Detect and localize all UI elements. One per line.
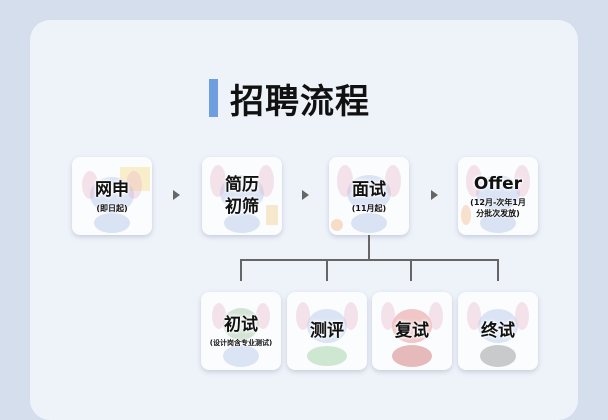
step-title: 测评 xyxy=(310,321,344,341)
step-title: 面试 xyxy=(352,179,386,200)
step-title: 网申 xyxy=(95,179,129,200)
step-title: 终试 xyxy=(481,321,515,341)
connector-line xyxy=(497,259,499,281)
title-accent-bar xyxy=(209,79,218,117)
step-card-offer: Offer (12月-次年1月 分批次发放) xyxy=(458,157,538,235)
arrow-right-icon xyxy=(431,190,438,200)
cartoon-koala-icon xyxy=(331,165,401,233)
step-title: 简历 初筛 xyxy=(225,175,259,217)
step-card-apply: 网申 (即日起) xyxy=(72,157,152,235)
step-title: 初试 xyxy=(224,314,258,335)
step-date: (即日起) xyxy=(96,203,128,213)
interview-card-final: 终试 xyxy=(458,292,538,370)
cartoon-koala-icon xyxy=(381,302,443,367)
cartoon-koala-icon xyxy=(212,303,270,367)
step-title: 复试 xyxy=(395,321,429,341)
connector-line xyxy=(368,235,370,260)
step-card-interview: 面试 (11月起) xyxy=(329,157,409,235)
cartoon-koala-icon xyxy=(296,302,358,366)
connector-line xyxy=(410,259,412,281)
step-date: (11月起) xyxy=(351,203,387,213)
interview-card-second: 复试 xyxy=(372,292,452,370)
cartoon-koala-icon xyxy=(82,167,150,233)
step-card-screening: 简历 初筛 xyxy=(202,157,282,235)
step-title: Offer xyxy=(473,174,523,194)
interview-card-first: 初试 (设计岗含专业测试) xyxy=(201,292,281,370)
page-title: 招聘流程 xyxy=(230,81,370,122)
interview-card-assessment: 测评 xyxy=(287,292,367,370)
step-note: (设计岗含专业测试) xyxy=(209,338,273,347)
cartoon-koala-icon xyxy=(210,165,278,233)
connector-line xyxy=(326,259,328,281)
step-date: (12月-次年1月 分批次发放) xyxy=(470,198,526,218)
page-header: 招聘流程 xyxy=(209,76,370,122)
connector-line xyxy=(240,259,242,281)
connector-line xyxy=(240,259,499,261)
arrow-right-icon xyxy=(173,190,180,200)
cartoon-koala-icon xyxy=(461,165,530,233)
cartoon-koala-icon xyxy=(467,302,529,367)
arrow-right-icon xyxy=(302,190,309,200)
